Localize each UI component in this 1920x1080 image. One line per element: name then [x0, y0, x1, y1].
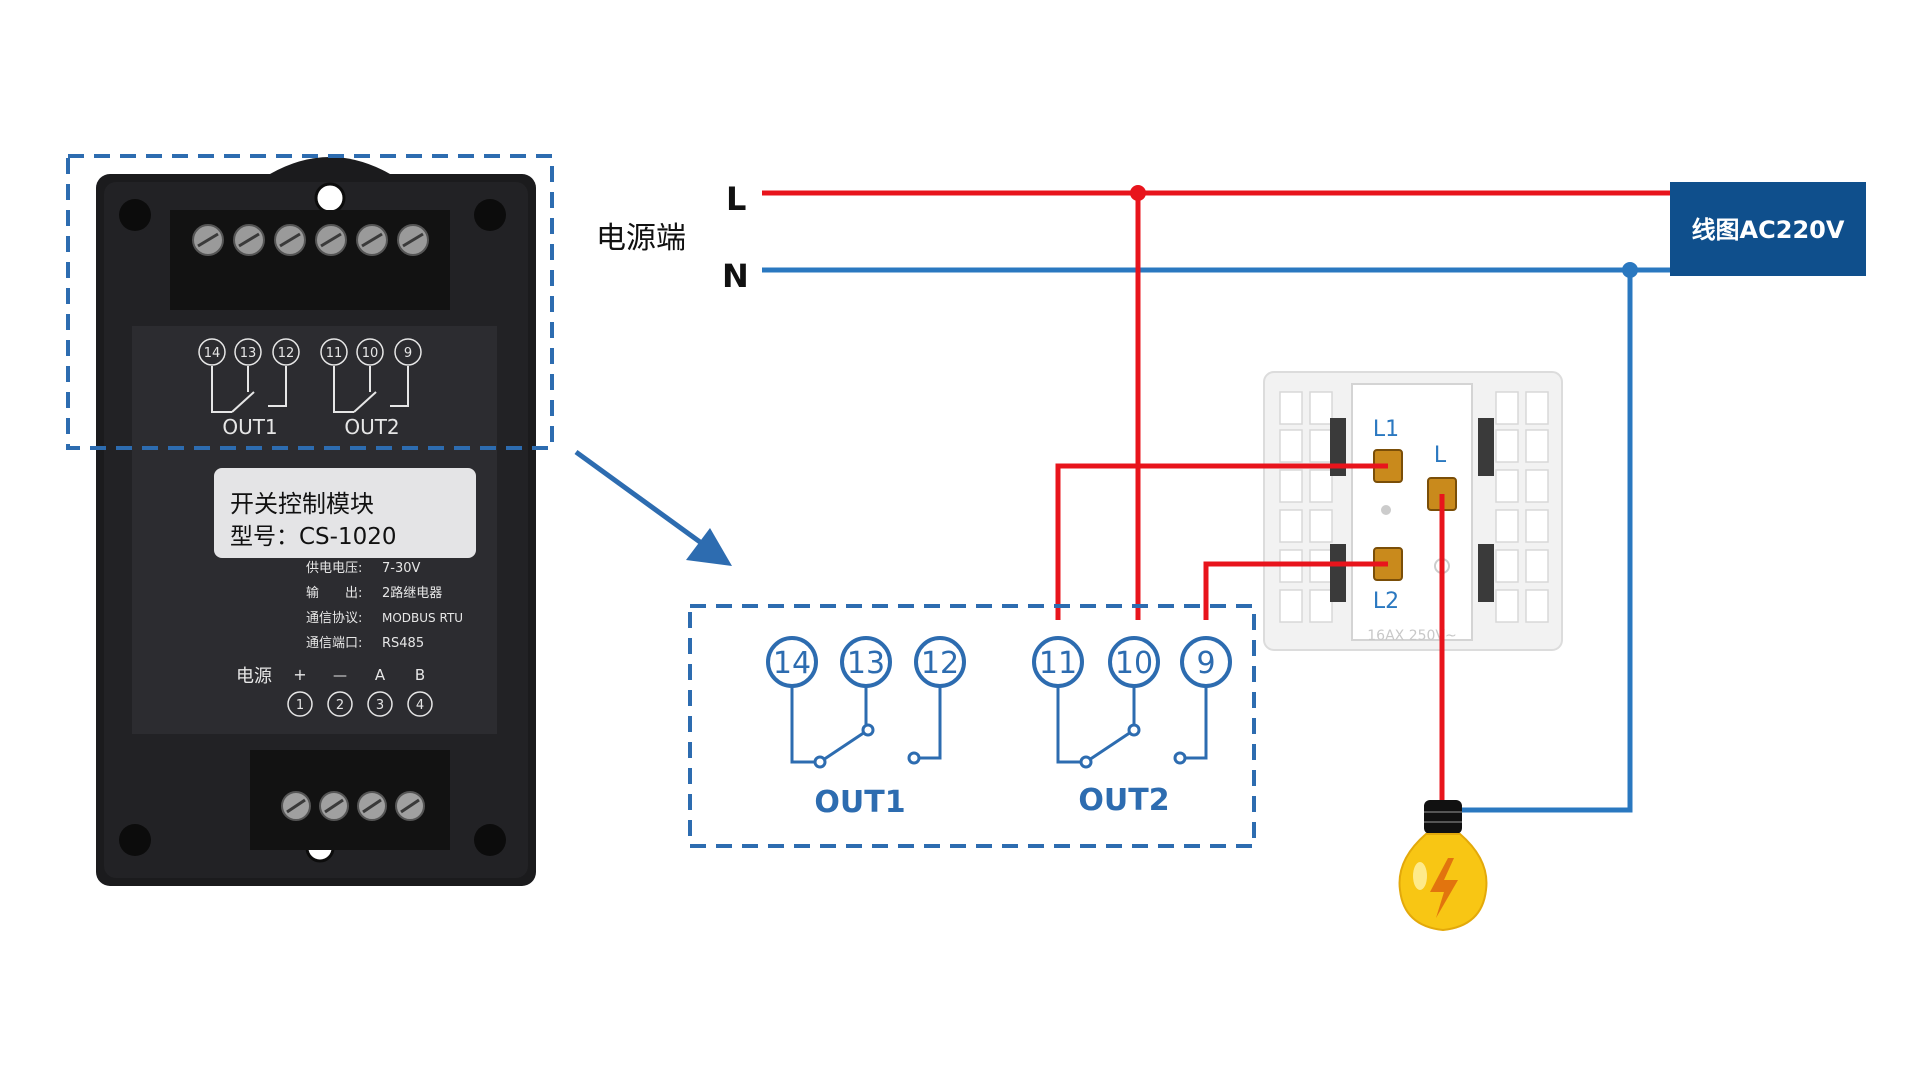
mount-hole — [314, 182, 346, 214]
spec-list: 供电电压: 7-30V 输 出: 2路继电器 通信协议: MODBUS RTU … — [306, 561, 463, 651]
screw-hole — [474, 824, 506, 856]
spec-value: 7-30V — [382, 561, 421, 576]
screw-hole — [119, 199, 151, 231]
detail-terminal-13: 13 — [847, 646, 885, 681]
pin-sign: B — [415, 666, 425, 684]
power-pins: 电源 + — A B 1 2 3 4 — [236, 665, 433, 717]
module-terminal-ring — [272, 338, 300, 366]
switch-wires — [1055, 463, 1445, 808]
power-label: 电源 — [236, 666, 272, 687]
mains-wiring: 电源端 L N 线图AC220V — [596, 180, 1866, 813]
spec-label: 供电电压: — [306, 561, 362, 576]
line-label: L — [726, 180, 746, 218]
neutral-junction — [1622, 262, 1638, 278]
switch-l2-label: L2 — [1373, 589, 1399, 614]
screw-hole — [119, 824, 151, 856]
zoom-arrow — [574, 449, 732, 566]
module-relay-symbols: 14 13 12 11 10 9 OUT1 OUT2 — [198, 338, 422, 439]
bottom-terminal-screws — [281, 791, 425, 821]
module-terminal-ring — [356, 338, 384, 366]
light-bulb — [1398, 800, 1488, 932]
wire-9-to-l2 — [1203, 561, 1388, 620]
spec-value: 2路继电器 — [382, 585, 442, 601]
module-terminal-13: 13 — [240, 346, 257, 361]
screw-hole — [474, 199, 506, 231]
pin-sign: — — [333, 668, 347, 684]
detail-terminal-14: 14 — [773, 646, 811, 681]
module-terminal-ring — [234, 338, 262, 366]
module-terminal-9: 9 — [404, 346, 412, 361]
module-terminal-ring — [320, 338, 348, 366]
module-out2-label: OUT2 — [344, 415, 399, 439]
module-terminal-ring — [198, 338, 226, 366]
wall-switch: L1 L L2 16AX 250V~ — [1263, 371, 1563, 651]
pin-sign: + — [293, 665, 306, 684]
module-model: 型号：CS-1020 — [230, 524, 397, 550]
ac-source-box — [1670, 182, 1866, 276]
module-terminal-14: 14 — [204, 346, 221, 361]
neutral-label: N — [722, 257, 749, 295]
source-label: 电源端 — [596, 221, 686, 256]
relay-detail-diagram: 14 13 12 11 10 9 OUT1 OUT2 — [688, 604, 1256, 848]
bulb-socket — [1424, 800, 1462, 834]
model-sticker — [214, 468, 476, 558]
pin-number: 4 — [416, 698, 424, 713]
switch-l-label: L — [1434, 443, 1447, 468]
spec-label: 通信端口: — [306, 636, 362, 651]
detail-out1-label: OUT1 — [814, 785, 905, 820]
ac-source-label: 线图AC220V — [1692, 216, 1845, 244]
module-terminal-12: 12 — [278, 346, 295, 361]
module-terminal-ring — [394, 338, 422, 366]
detail-terminal-10: 10 — [1115, 646, 1153, 681]
spec-label: 通信协议: — [306, 611, 362, 626]
switch-l1-label: L1 — [1373, 417, 1399, 442]
detail-terminal-9: 9 — [1196, 646, 1215, 681]
neutral-drop-wire — [1462, 270, 1633, 813]
pin-sign: A — [375, 666, 386, 684]
pin-number: 3 — [376, 698, 384, 713]
detail-out2-label: OUT2 — [1078, 783, 1169, 818]
detail-frame — [688, 604, 1256, 848]
module-out1-label: OUT1 — [222, 415, 277, 439]
switch-core — [1351, 383, 1473, 641]
wire-11-to-l1 — [1055, 463, 1388, 620]
spec-value: MODBUS RTU — [382, 611, 463, 625]
pin-number: 1 — [296, 698, 304, 713]
pin-number: 2 — [336, 698, 344, 713]
module-terminal-10: 10 — [362, 346, 379, 361]
switch-rating: 16AX 250V~ — [1367, 628, 1456, 644]
module-name: 开关控制模块 — [230, 490, 374, 518]
detail-terminal-11: 11 — [1039, 646, 1077, 681]
detail-terminal-12: 12 — [921, 646, 959, 681]
spec-label: 输 出: — [306, 585, 362, 601]
module-highlight-frame — [66, 154, 554, 450]
lightning-icon — [1430, 858, 1458, 918]
live-junction — [1130, 185, 1146, 201]
top-terminal-screws — [192, 224, 429, 256]
spec-value: RS485 — [382, 636, 424, 651]
module-terminal-11: 11 — [326, 346, 343, 361]
